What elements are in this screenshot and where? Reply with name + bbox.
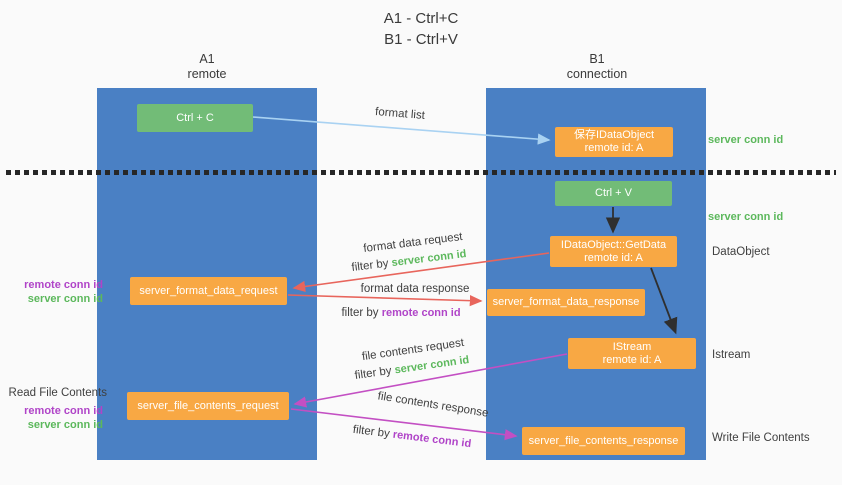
node-save-idataobject: 保存IDataObject remote id: A	[555, 127, 673, 157]
node-ctrl-c: Ctrl + C	[137, 104, 253, 132]
node-getdata-line1: IDataObject::GetData	[560, 238, 667, 251]
filter-by-remote-value-1: remote conn id	[381, 307, 461, 319]
left-conn-id-block-file: remote conn id server conn id	[0, 404, 103, 432]
phase-separator-dotted-line	[6, 170, 836, 175]
column-a1-name: A1	[199, 52, 215, 66]
title-line-1: A1 - Ctrl+C	[383, 10, 459, 27]
node-getdata-line2: remote id: A	[584, 251, 643, 264]
node-save-idataobject-line2: remote id: A	[584, 142, 644, 154]
left-conn-id-block-format: remote conn id server conn id	[0, 278, 103, 306]
label-istream: Istream	[712, 349, 751, 361]
column-header-a1: A1 remote	[97, 52, 317, 82]
node-server-file-contents-request: server_file_contents_request	[127, 392, 289, 420]
label-server-conn-id-2: server conn id	[27, 419, 103, 431]
node-ctrl-v: Ctrl + V	[555, 181, 672, 206]
edge-label-filter-by-remote-2: filter by remote conn id	[352, 424, 472, 450]
filter-by-remote-value-2: remote conn id	[392, 428, 472, 451]
filter-by-prefix-1: filter by	[350, 257, 393, 274]
node-idataobject-getdata: IDataObject::GetData remote id: A	[550, 236, 677, 267]
filter-by-prefix-4: filter by	[352, 423, 394, 441]
node-format-request-label: server_format_data_request	[139, 284, 278, 297]
node-istream-line2: remote id: A	[602, 353, 662, 366]
edge-label-format-list: format list	[374, 106, 426, 122]
label-dataobject: DataObject	[712, 246, 770, 258]
node-ctrl-c-label: Ctrl + C	[176, 111, 214, 124]
filter-by-server-value-1: server conn id	[390, 248, 468, 270]
label-remote-conn-id-2: remote conn id	[24, 405, 103, 417]
title-line-2: B1 - Ctrl+V	[384, 31, 458, 48]
column-b1-subtitle: connection	[566, 67, 628, 81]
column-a1-subtitle: remote	[187, 67, 227, 81]
filter-by-prefix-3: filter by	[353, 364, 396, 382]
node-file-response-label: server_file_contents_response	[528, 434, 679, 447]
diagram-title: A1 - Ctrl+C B1 - Ctrl+V	[0, 8, 842, 50]
label-remote-conn-id-1: remote conn id	[24, 279, 103, 291]
node-save-idataobject-line1: 保存IDataObject	[573, 129, 655, 141]
node-server-file-contents-response: server_file_contents_response	[522, 427, 685, 455]
node-server-format-data-request: server_format_data_request	[130, 277, 287, 305]
node-server-format-data-response: server_format_data_response	[487, 289, 645, 316]
node-ctrl-v-label: Ctrl + V	[595, 187, 632, 199]
edge-label-file-contents-response: file contents response	[376, 390, 490, 420]
edge-label-filter-by-remote-1: filter by remote conn id	[341, 307, 460, 319]
column-b1-name: B1	[589, 52, 605, 66]
label-read-file-contents: Read File Contents	[8, 387, 107, 399]
label-server-conn-id-top: server conn id	[708, 134, 784, 146]
node-istream: IStream remote id: A	[568, 338, 696, 369]
filter-by-prefix-2: filter by	[341, 307, 382, 319]
node-file-request-label: server_file_contents_request	[137, 399, 279, 412]
label-write-file-contents: Write File Contents	[712, 432, 810, 444]
filter-by-server-value-2: server conn id	[393, 354, 471, 377]
node-format-response-label: server_format_data_response	[492, 296, 640, 308]
label-server-conn-id-1: server conn id	[27, 293, 103, 305]
label-server-conn-id-mid: server conn id	[708, 211, 784, 223]
column-header-b1: B1 connection	[487, 52, 707, 82]
edge-label-format-data-response: format data response	[360, 283, 470, 295]
node-istream-line1: IStream	[612, 340, 652, 353]
